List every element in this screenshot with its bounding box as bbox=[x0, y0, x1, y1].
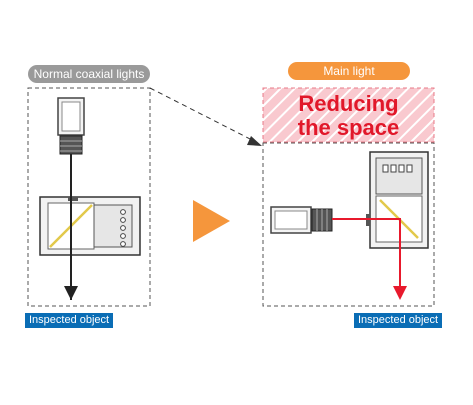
reduced-space-area bbox=[262, 87, 435, 143]
left-target-tag: Inspected object bbox=[25, 313, 114, 328]
callout-line-1: Reducing bbox=[298, 91, 399, 116]
camera-icon bbox=[270, 206, 333, 234]
right-beam-arrowhead bbox=[393, 286, 407, 300]
coaxial-light-icon bbox=[39, 196, 141, 256]
camera-icon bbox=[57, 97, 85, 155]
left-frame bbox=[27, 87, 151, 307]
connector-arrowhead bbox=[247, 136, 262, 146]
play-arrow-icon bbox=[193, 200, 230, 242]
main-light-icon bbox=[366, 151, 429, 249]
left-title-badge: Normal coaxial lights bbox=[28, 65, 150, 83]
left-beam-arrowhead bbox=[64, 286, 78, 300]
connector-line bbox=[149, 87, 257, 143]
right-title-badge: Main light bbox=[288, 62, 410, 80]
callout-line-2: the space bbox=[297, 115, 400, 140]
right-target-tag: Inspected object bbox=[354, 313, 443, 328]
right-beam bbox=[332, 218, 401, 294]
right-frame bbox=[262, 142, 435, 307]
